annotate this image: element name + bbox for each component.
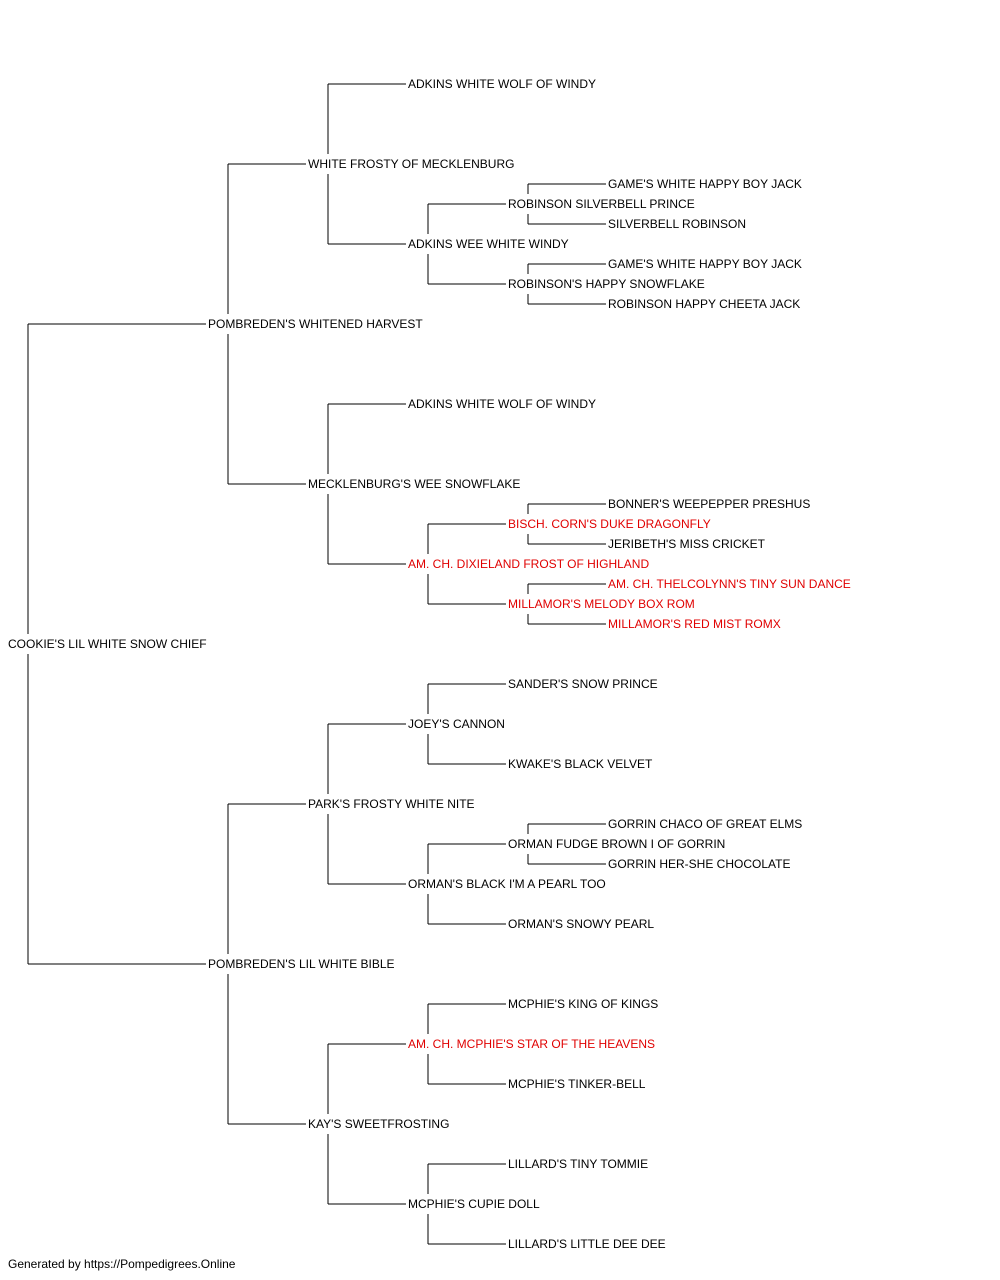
dam-name: KAY'S SWEETFROSTING	[308, 1117, 449, 1131]
dam-name: ROBINSON'S HAPPY SNOWFLAKE	[508, 277, 705, 291]
subject-dog-name: COOKIE'S LIL WHITE SNOW CHIEF	[8, 637, 207, 651]
sire-name: LILLARD'S TINY TOMMIE	[508, 1157, 648, 1171]
sire-name: POMBREDEN'S WHITENED HARVEST	[208, 317, 423, 331]
dam-name: MILLAMOR'S MELODY BOX ROM	[508, 597, 695, 611]
sire-name: PARK'S FROSTY WHITE NITE	[308, 797, 475, 811]
dam-name: MCPHIE'S CUPIE DOLL	[408, 1197, 540, 1211]
dam-name: ORMAN'S SNOWY PEARL	[508, 917, 654, 931]
sire-name: AM. CH. MCPHIE'S STAR OF THE HEAVENS	[408, 1037, 655, 1051]
sire-name: ADKINS WHITE WOLF OF WINDY	[408, 77, 596, 91]
sire-name: MCPHIE'S KING OF KINGS	[508, 997, 658, 1011]
pedigree-tree: COOKIE'S LIL WHITE SNOW CHIEF POMBREDEN'S…	[8, 77, 851, 1250]
sire-name: GAME'S WHITE HAPPY BOY JACK	[608, 257, 802, 271]
sire-name: BONNER'S WEEPEPPER PRESHUS	[608, 497, 810, 511]
dam-name: AM. CH. DIXIELAND FROST OF HIGHLAND	[408, 557, 649, 571]
sire-name: ADKINS WHITE WOLF OF WINDY	[408, 397, 596, 411]
sire-name: ORMAN FUDGE BROWN I OF GORRIN	[508, 837, 725, 851]
sire-name: WHITE FROSTY OF MECKLENBURG	[308, 157, 514, 171]
dam-name: MCPHIE'S TINKER-BELL	[508, 1077, 646, 1091]
dam-name: ADKINS WEE WHITE WINDY	[408, 237, 569, 251]
sire-name: GORRIN CHACO OF GREAT ELMS	[608, 817, 802, 831]
sire-name: AM. CH. THELCOLYNN'S TINY SUN DANCE	[608, 577, 851, 591]
sire-name: SANDER'S SNOW PRINCE	[508, 677, 658, 691]
sire-name: JOEY'S CANNON	[408, 717, 505, 731]
dam-name: SILVERBELL ROBINSON	[608, 217, 746, 231]
dam-name: JERIBETH'S MISS CRICKET	[608, 537, 766, 551]
footer-credit: Generated by https://Pompedigrees.Online	[8, 1257, 236, 1271]
dam-name: MILLAMOR'S RED MIST ROMX	[608, 617, 781, 631]
dam-name: MECKLENBURG'S WEE SNOWFLAKE	[308, 477, 520, 491]
dam-name: GORRIN HER-SHE CHOCOLATE	[608, 857, 790, 871]
dam-name: POMBREDEN'S LIL WHITE BIBLE	[208, 957, 395, 971]
sire-name: ROBINSON SILVERBELL PRINCE	[508, 197, 695, 211]
dam-name: LILLARD'S LITTLE DEE DEE	[508, 1237, 666, 1250]
sire-name: BISCH. CORN'S DUKE DRAGONFLY	[508, 517, 711, 531]
dam-name: ROBINSON HAPPY CHEETA JACK	[608, 297, 800, 311]
dam-name: KWAKE'S BLACK VELVET	[508, 757, 653, 771]
dam-name: ORMAN'S BLACK I'M A PEARL TOO	[408, 877, 606, 891]
sire-name: GAME'S WHITE HAPPY BOY JACK	[608, 177, 802, 191]
